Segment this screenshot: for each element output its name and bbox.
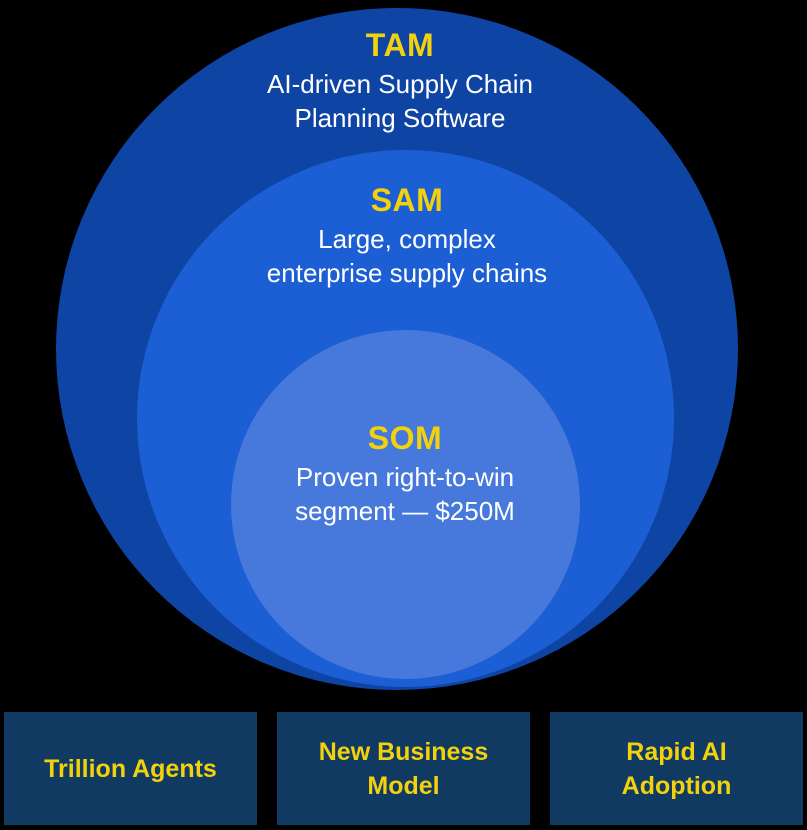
sam-label: SAM bbox=[370, 182, 444, 218]
som-label: SOM bbox=[367, 420, 443, 456]
sam-text-block: SAM Large, complex enterprise supply cha… bbox=[267, 181, 547, 290]
som-description: Proven right-to-win segment — $250M bbox=[295, 462, 515, 526]
som-text-block: SOM Proven right-to-win segment — $250M bbox=[295, 419, 515, 528]
driver-box-new-business-model: New Business Model bbox=[277, 712, 530, 825]
driver-box-rapid-ai-adoption: Rapid AI Adoption bbox=[550, 712, 803, 825]
driver-box-label: Rapid AI Adoption bbox=[621, 737, 732, 800]
sam-description: Large, complex enterprise supply chains bbox=[266, 224, 548, 288]
tam-label: TAM bbox=[365, 27, 435, 63]
driver-box-label: New Business Model bbox=[318, 737, 489, 800]
tam-description: AI-driven Supply Chain Planning Software bbox=[267, 69, 533, 133]
som-circle bbox=[231, 330, 580, 679]
driver-box-label: Trillion Agents bbox=[44, 754, 217, 783]
driver-box-trillion-agents: Trillion Agents bbox=[4, 712, 257, 825]
tam-text-block: TAM AI-driven Supply Chain Planning Soft… bbox=[267, 26, 533, 135]
